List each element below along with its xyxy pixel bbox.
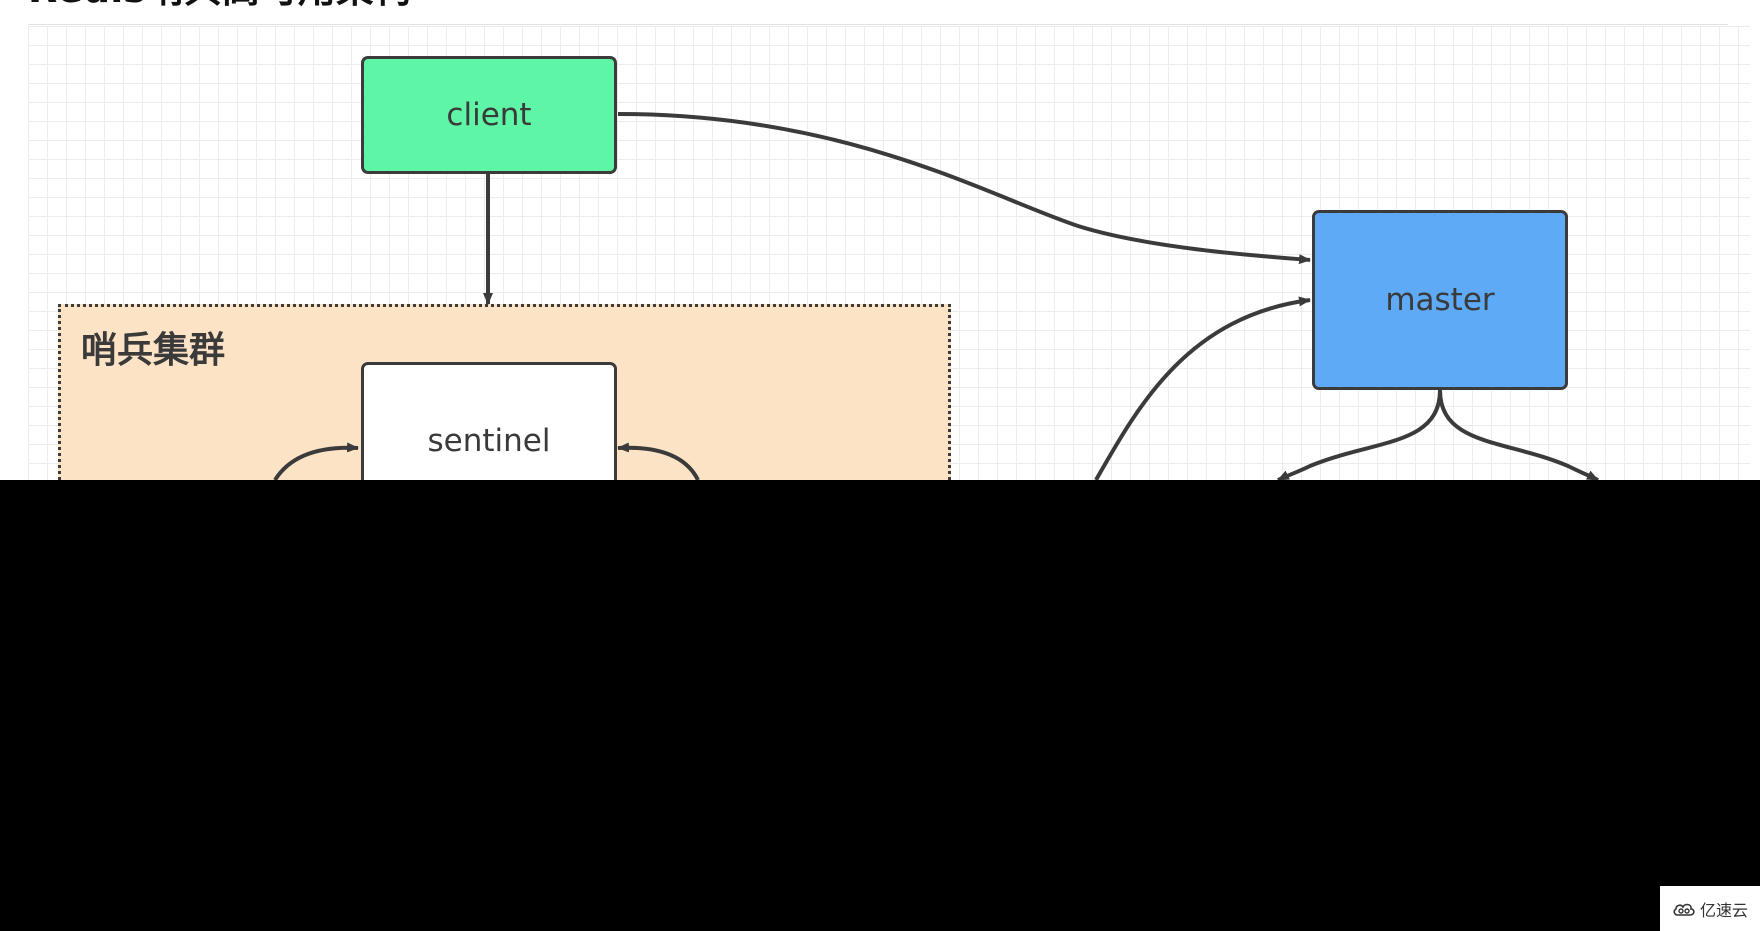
occluded-region xyxy=(0,480,1760,931)
cloud-logo-icon xyxy=(1672,901,1696,917)
edge-client-to-master xyxy=(617,112,1311,265)
master-node: master xyxy=(1312,210,1568,390)
diagram-canvas: 哨兵集群 client master sentinel xyxy=(28,26,1750,480)
title-divider xyxy=(28,24,1728,25)
watermark: 亿速云 xyxy=(1660,886,1760,931)
edge-below-left-to-sentinel xyxy=(273,442,359,480)
client-node-label: client xyxy=(446,97,532,133)
edge-below-to-master xyxy=(1094,296,1311,480)
sentinel-node-label: sentinel xyxy=(427,423,551,459)
sentinel-cluster-label: 哨兵集群 xyxy=(81,330,226,371)
diagram-edges xyxy=(273,112,1599,480)
sentinel-node: sentinel xyxy=(361,362,617,480)
watermark-text: 亿速云 xyxy=(1699,900,1748,920)
page-title: Redis哨兵高可用架构 xyxy=(28,0,412,8)
edge-below-right-to-sentinel xyxy=(617,442,700,480)
edge-master-to-below-right xyxy=(1438,389,1599,480)
edge-master-to-below-left xyxy=(1277,389,1442,480)
client-node: client xyxy=(361,56,617,174)
master-node-label: master xyxy=(1385,282,1495,318)
